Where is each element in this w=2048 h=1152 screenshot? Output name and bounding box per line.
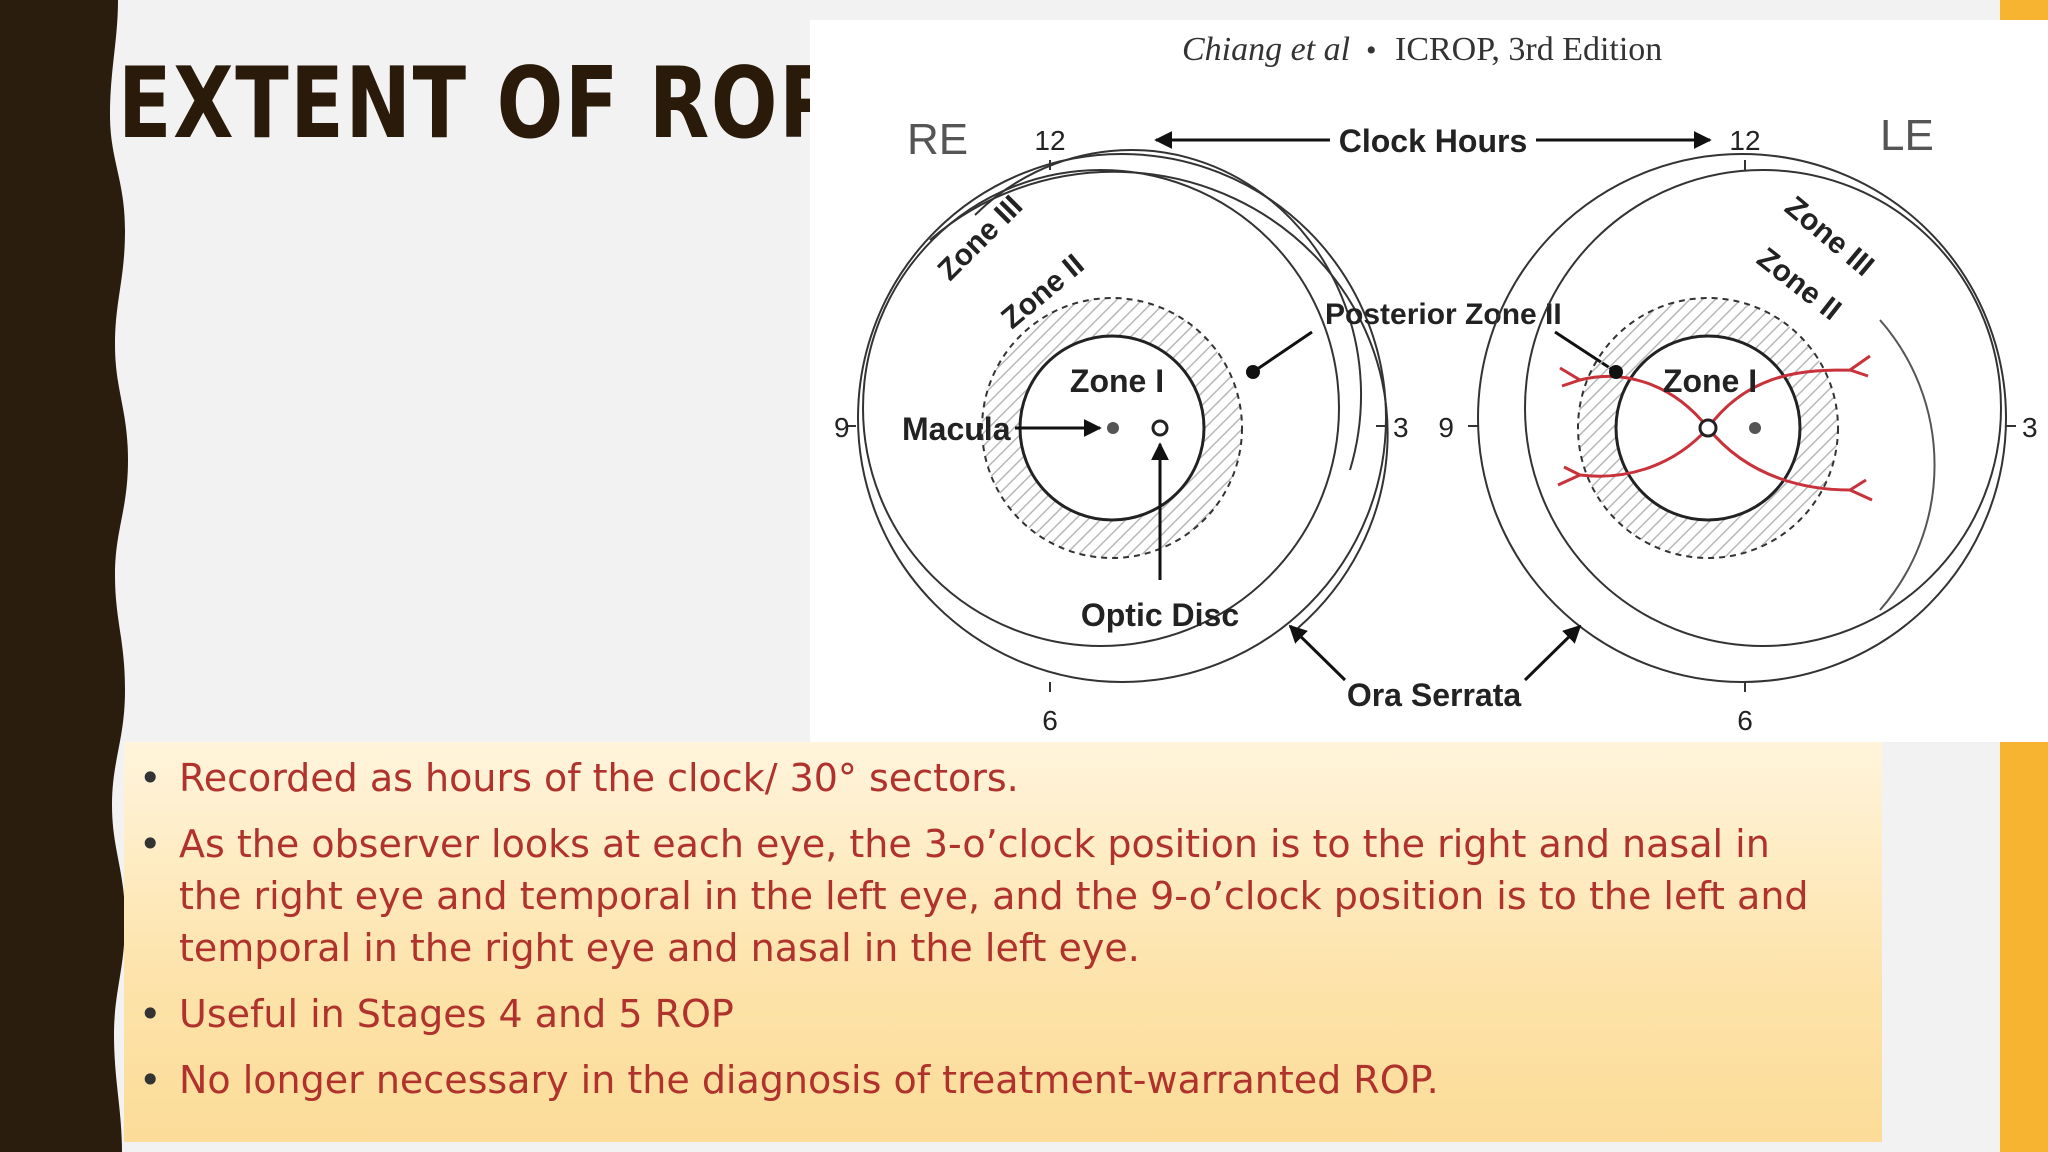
- hour-label-9-re: 9: [834, 412, 850, 443]
- bullet-item: Useful in Stages 4 and 5 ROP: [139, 988, 1842, 1040]
- right-eye-diagram: [846, 148, 1389, 692]
- re-optic-disc-dot: [1151, 419, 1169, 437]
- figure-credit-author: Chiang et al: [1182, 31, 1350, 68]
- left-eye-label: LE: [1880, 111, 1934, 160]
- figure-credit-source: ICROP, 3rd Edition: [1395, 31, 1662, 68]
- figure-credit-separator: •: [1366, 34, 1377, 67]
- re-zone-iii-label: Zone III: [932, 189, 1030, 287]
- re-macula-label: Macula: [902, 411, 1011, 447]
- re-zone-i-label: Zone I: [1070, 363, 1164, 399]
- hour-label-12-le: 12: [1729, 125, 1760, 156]
- ora-serrata-arrow-re: [1288, 624, 1347, 682]
- bullet-item: Recorded as hours of the clock/ 30° sect…: [139, 752, 1842, 804]
- zone-diagram-figure: Chiang et al • ICROP, 3rd Edition RE LE …: [810, 20, 2048, 742]
- right-eye-label: RE: [907, 115, 968, 164]
- slide-title: EXTENT OF ROP: [118, 47, 839, 161]
- bullet-item: As the observer looks at each eye, the 3…: [139, 818, 1842, 974]
- hour-label-6-re: 6: [1042, 705, 1058, 736]
- ora-serrata-label: Ora Serrata: [1347, 677, 1522, 713]
- ora-serrata-arrow-le: [1523, 624, 1582, 682]
- re-macula-dot: [1107, 422, 1119, 434]
- hour-label-6-le: 6: [1737, 705, 1753, 736]
- clock-hours-label: Clock Hours: [1339, 123, 1527, 159]
- hour-label-9-le: 9: [1438, 412, 1454, 443]
- le-zone-i-label: Zone I: [1663, 363, 1757, 399]
- bullet-list: Recorded as hours of the clock/ 30° sect…: [124, 742, 1882, 1106]
- re-optic-disc-label: Optic Disc: [1081, 597, 1239, 633]
- bullet-list-panel: Recorded as hours of the clock/ 30° sect…: [124, 742, 1882, 1142]
- hour-label-12-re: 12: [1034, 125, 1065, 156]
- posterior-zone-ii-label: Posterior Zone II: [1325, 298, 1562, 331]
- bullet-item: No longer necessary in the diagnosis of …: [139, 1054, 1842, 1106]
- posterior-zone-ii-pointer-re: [1252, 330, 1313, 374]
- left-eye-diagram: [1468, 153, 2016, 692]
- le-optic-disc-dot: [1698, 418, 1718, 438]
- hour-label-3-le: 3: [2022, 412, 2038, 443]
- hour-label-3-re: 3: [1393, 412, 1409, 443]
- decorative-wavy-band: [0, 0, 128, 1152]
- le-macula-dot: [1749, 422, 1761, 434]
